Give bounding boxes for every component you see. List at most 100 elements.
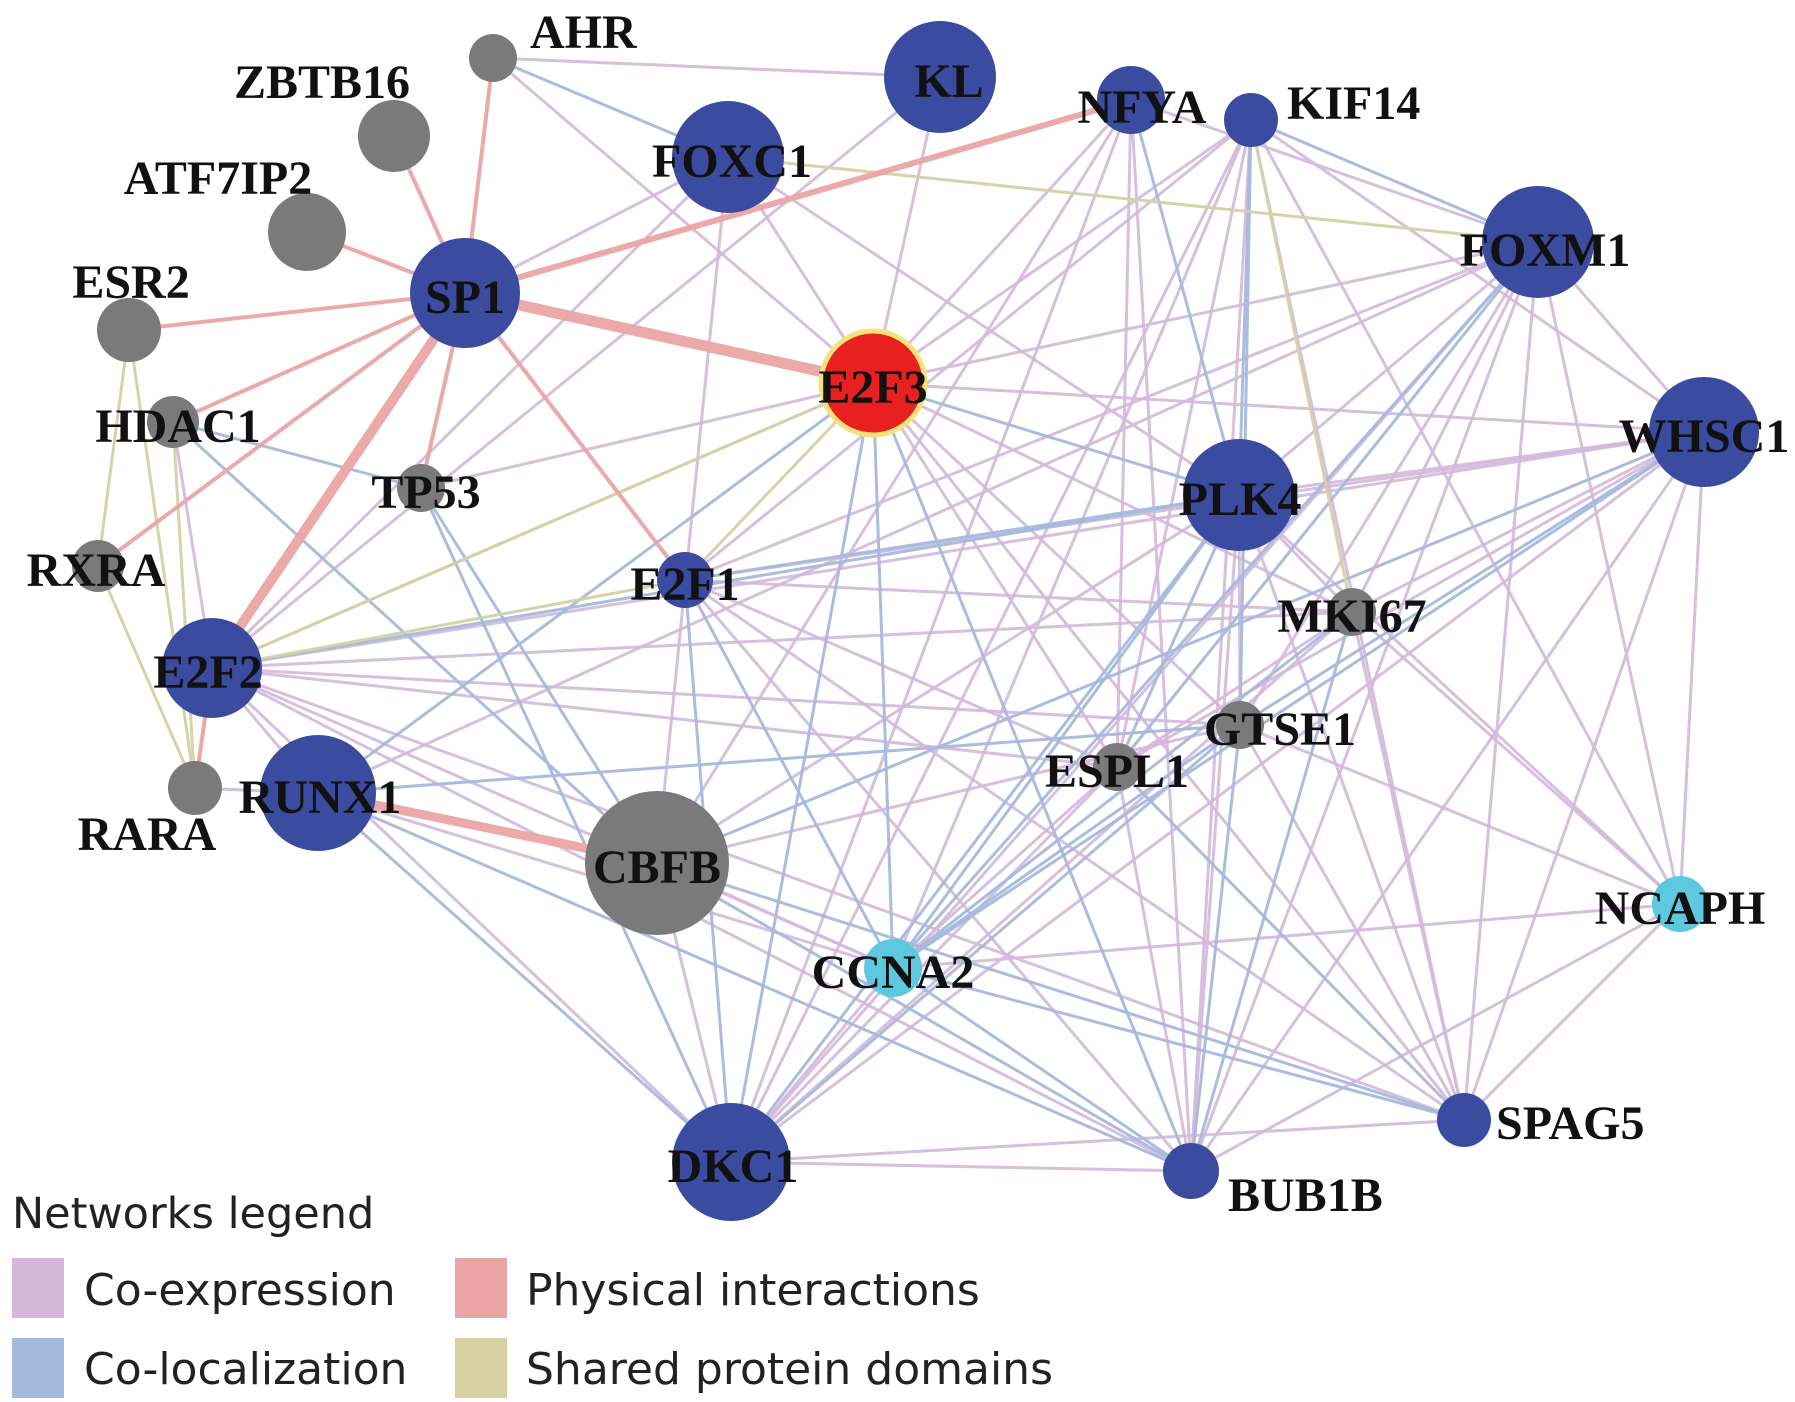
labels-layer: AHRZBTB16ATF7IP2ESR2HDAC1RXRARARATP53CBF… (27, 6, 1790, 1222)
edge-co-expression-whsc1-ncaph (1678, 431, 1706, 905)
edge-shared-domains-e2f2-e2f1 (211, 578, 686, 670)
edge-co-expression-gtse1-e2f2 (211, 666, 1241, 727)
edge-co-expression-gtse1-e2f3 (871, 381, 1242, 727)
edge-co-expression-ccna2-ncaph (892, 902, 1681, 970)
edge-co-expression-espl1-ccna2 (891, 765, 1119, 970)
edge-co-expression-espl1-e2f3 (871, 382, 1119, 768)
edge-co-expression-e2f2-spag5 (211, 666, 1465, 1122)
edges-layer (96, 56, 1706, 1173)
edge-co-expression-e2f1-spag5 (684, 578, 1465, 1122)
node-label-sp1: SP1 (425, 271, 505, 324)
edge-co-localization-foxm1-espl1 (1115, 241, 1540, 768)
edge-shared-domains-kif14-mki67 (1249, 119, 1354, 613)
edge-co-expression-mki67-e2f2 (211, 610, 1353, 670)
edge-co-localization-tp53-cbfb (419, 487, 659, 864)
edge-co-localization-plk4-ccna2 (891, 494, 1241, 969)
edge-shared-domains-foxc1-foxm1 (727, 155, 1539, 244)
edge-co-localization-runx1-bub1b (317, 791, 1192, 1173)
edge-co-expression-nfya-dkc1 (729, 99, 1133, 1163)
edge-co-localization-hdac1-tp53 (172, 420, 422, 490)
node-label-rara: RARA (78, 808, 217, 861)
node-rxra (72, 540, 124, 592)
node-spag5 (1437, 1093, 1491, 1147)
edge-physical-sp1-rxra (96, 291, 467, 568)
edge-co-expression-mki67-espl1 (1116, 610, 1353, 769)
node-label-zbtb16: ZBTB16 (234, 56, 410, 109)
node-runx1 (260, 735, 376, 851)
node-espl1 (1093, 743, 1141, 791)
edge-co-expression-gtse1-spag5 (1238, 724, 1466, 1121)
node-label-kl: KL (914, 55, 983, 108)
node-label-ahr: AHR (530, 6, 638, 59)
edge-physical-sp1-e2f1 (463, 291, 687, 582)
edge-co-expression-plk4-ncaph (1237, 493, 1682, 906)
node-kl (884, 21, 996, 133)
edge-co-expression-foxm1-ncaph (1536, 241, 1682, 905)
edge-co-expression-e2f3-spag5 (871, 382, 1466, 1121)
node-label-e2f2: E2F2 (153, 646, 262, 699)
edge-co-expression-whsc1-bub1b (1189, 431, 1706, 1172)
edge-co-localization-e2f3-plk4 (872, 381, 1240, 497)
edge-co-expression-kif14-whsc1 (1250, 118, 1705, 434)
edge-co-expression-foxm1-e2f3 (872, 240, 1539, 385)
edge-co-expression-mki67-dkc1 (730, 610, 1353, 1164)
edge-co-localization-gtse1-dkc1 (730, 723, 1241, 1164)
node-esr2 (97, 298, 161, 362)
edge-physical-sp1-e2f2 (207, 290, 470, 671)
edge-co-localization-whsc1-gtse1 (1239, 430, 1705, 727)
edge-shared-domains-rxra-rara (96, 565, 197, 789)
edge-co-localization-foxm1-ccna2 (891, 241, 1540, 969)
edge-co-localization-hdac1-cbfb (171, 420, 659, 865)
edge-co-expression-ahr-kl (492, 56, 941, 79)
edge-co-expression-gtse1-ncaph (1239, 723, 1681, 906)
edge-shared-domains-hdac1-rara (171, 421, 197, 789)
edge-co-expression-e2f1-espl1 (684, 578, 1118, 769)
node-label-espl1: ESPL1 (1045, 745, 1189, 798)
edge-co-expression-kif14-ccna2 (891, 119, 1253, 969)
edge-co-expression-whsc1-mki67 (1351, 430, 1705, 614)
edge-co-expression-mki67-ncaph (1351, 610, 1681, 906)
edge-co-localization-runx1-dkc1 (317, 791, 732, 1164)
legend-swatch-co-localization (12, 1338, 64, 1398)
node-nfya (1097, 66, 1165, 134)
edge-co-expression-kif14-e2f3 (872, 118, 1252, 385)
edge-co-expression-bub1b-ncaph (1190, 902, 1681, 1173)
edge-co-expression-espl1-e2f2 (211, 666, 1118, 769)
edge-co-localization-e2f3-runx1 (317, 381, 874, 795)
node-label-runx1: RUNX1 (239, 771, 402, 824)
node-sp1 (410, 238, 520, 348)
node-tp53 (397, 464, 445, 512)
edge-co-localization-tp53-dkc1 (419, 487, 733, 1163)
node-e2f2 (162, 618, 262, 718)
edge-co-localization-mki67-bub1b (1189, 611, 1354, 1172)
edge-physical-sp1-nfya (464, 97, 1132, 296)
edge-co-expression-foxm1-plk4 (1238, 240, 1539, 497)
node-dkc1 (672, 1103, 790, 1221)
legend-label-co-expression: Co-expression (84, 1265, 396, 1316)
node-zbtb16 (358, 100, 430, 172)
networks-legend: Networks legend Co-expression Physical i… (12, 1189, 1053, 1398)
edge-co-expression-ahr-e2f3 (492, 56, 874, 385)
edge-shared-domains-esr2-rxra (96, 329, 131, 567)
nodes-layer (72, 21, 1759, 1221)
edge-co-expression-nfya-foxm1 (1130, 98, 1539, 244)
edge-co-localization-cbfb-spag5 (656, 861, 1465, 1122)
edge-co-localization-kif14-gtse1 (1238, 119, 1253, 726)
edge-co-expression-nfya-e2f3 (871, 98, 1133, 385)
node-label-esr2: ESR2 (72, 256, 189, 309)
node-whsc1 (1649, 377, 1759, 487)
legend-label-co-localization: Co-localization (84, 1344, 407, 1395)
node-label-whsc1: WHSC1 (1619, 410, 1790, 463)
node-bub1b (1163, 1143, 1219, 1199)
node-foxm1 (1482, 186, 1594, 298)
edge-co-localization-gtse1-bub1b (1189, 724, 1242, 1172)
edge-co-expression-whsc1-spag5 (1462, 431, 1706, 1121)
node-label-ccna2: CCNA2 (812, 946, 975, 999)
node-label-rxra: RXRA (27, 544, 166, 597)
edge-co-localization-whsc1-ccna2 (892, 430, 1705, 970)
edge-co-localization-espl1-spag5 (1115, 765, 1466, 1122)
edge-co-expression-nfya-cbfb (655, 99, 1133, 864)
edge-co-expression-nfya-espl1 (1115, 99, 1133, 768)
node-label-e2f1: E2F1 (630, 558, 739, 611)
edge-co-expression-gtse1-cbfb (656, 723, 1241, 865)
